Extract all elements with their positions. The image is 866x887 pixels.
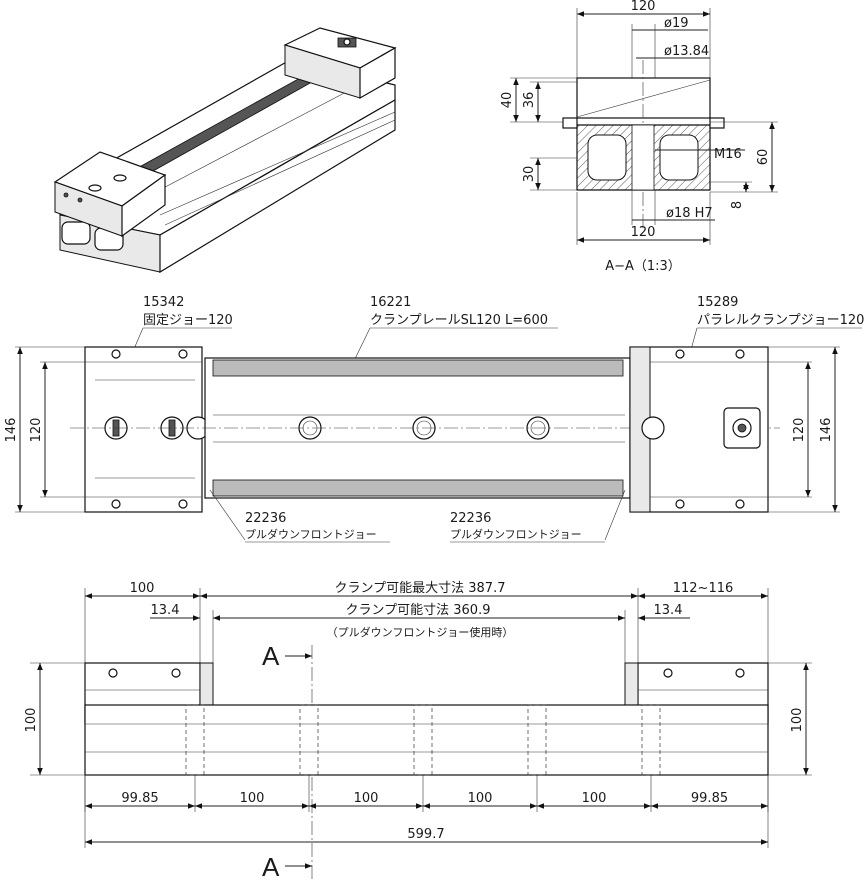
pitch-label: 100 [468, 791, 493, 806]
parallel-jaw-number: 15289 [697, 295, 738, 310]
dim-40: 40 [500, 92, 515, 109]
dim-max-clamp: クランプ可能最大寸法 387.7 [335, 581, 506, 596]
dim-30: 30 [522, 166, 537, 183]
dim-60: 60 [756, 149, 771, 166]
dim-134-left: 13.4 [151, 603, 180, 618]
pitch-label: 100 [354, 791, 379, 806]
dim-112-116: 112~116 [673, 581, 734, 596]
dim-height-right: 100 [790, 708, 805, 733]
isometric-view [53, 27, 397, 274]
fixed-jaw-name: 固定ジョー120 [143, 313, 233, 328]
dim-134-right: 13.4 [654, 603, 683, 618]
pitch-label: 99.85 [691, 791, 728, 806]
dim-146-left: 146 [4, 418, 19, 443]
rail-name: クランプレールSL120 L=600 [370, 313, 548, 328]
front-jaw-left-number: 22236 [245, 511, 286, 526]
rail-holes [185, 704, 661, 776]
dim-d1384: ø13.84 [664, 44, 709, 59]
top-view: 15342 固定ジョー120 16221 クランプレールSL120 L=600 … [4, 295, 864, 543]
dim-total: 599.7 [407, 827, 444, 842]
dim-clamp: クランプ可能寸法 360.9 [346, 603, 491, 618]
dim-d19: ø19 [664, 16, 689, 31]
fixed-jaw-number: 15342 [143, 295, 184, 310]
dim-120-right: 120 [792, 418, 807, 443]
parallel-jaw-name: パラレルクランプジョー120 [697, 313, 864, 328]
pitch-label: 100 [240, 791, 265, 806]
dim-d18h7: ø18 H7 [666, 206, 713, 221]
section-mark-bottom: A [262, 852, 280, 882]
dim-8: 8 [730, 201, 745, 209]
front-jaw-right-number: 22236 [450, 511, 491, 526]
dim-36: 36 [522, 92, 537, 109]
dim-146-right: 146 [819, 418, 834, 443]
pitch-dimensions: 99.85 100 100 100 100 99.85 [84, 775, 769, 812]
front-view: 100 クランプ可能最大寸法 387.7 112~116 13.4 クランプ可能… [24, 581, 812, 882]
front-jaw-left-name: プルダウンフロントジョー [245, 527, 377, 541]
pitch-label: 99.85 [121, 791, 158, 806]
section-view: 120 ø19 ø13.84 40 36 M16 60 [500, 0, 778, 274]
dim-clamp-note: （プルダウンフロントジョー使用時） [327, 625, 514, 639]
dim-height-left: 100 [24, 708, 39, 733]
dim-120-left: 120 [29, 418, 44, 443]
dim-120-top: 120 [631, 0, 656, 14]
pitch-label: 100 [582, 791, 607, 806]
front-jaw-right-name: プルダウンフロントジョー [450, 527, 582, 541]
section-caption: A−A（1:3） [605, 259, 681, 274]
section-mark-top: A [262, 641, 280, 671]
dim-m16: M16 [714, 147, 742, 162]
rail-number: 16221 [370, 295, 411, 310]
dim-100-top: 100 [130, 581, 155, 596]
dim-120-bottom: 120 [631, 225, 656, 240]
